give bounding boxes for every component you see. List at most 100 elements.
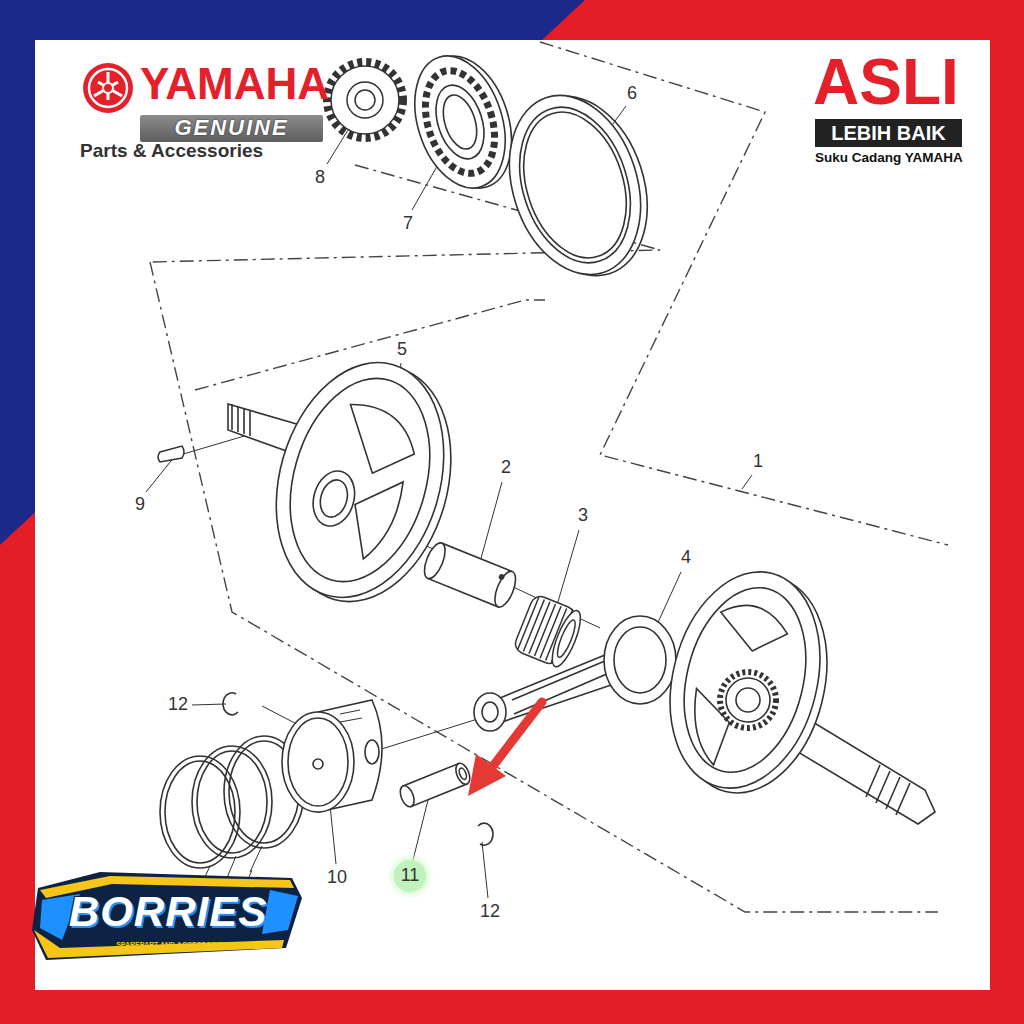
connecting-rod: [614, 627, 666, 693]
piston: [313, 759, 323, 769]
borries-logo: [32, 872, 302, 960]
circlips: [478, 823, 493, 845]
connecting-rod: [474, 616, 676, 731]
badge-title: ASLI: [813, 50, 959, 114]
callout-number: 3: [576, 506, 590, 526]
frame: [35, 40, 990, 990]
brand-name: YAMAHA: [140, 62, 329, 106]
null: [649, 556, 842, 804]
connecting-rod: [512, 658, 616, 714]
null: [316, 477, 351, 521]
ball-bearing: [399, 42, 527, 201]
crank-right: [866, 765, 910, 815]
piston: [365, 740, 379, 764]
oil-seal: [501, 93, 649, 277]
yamaha-emblem: [98, 82, 122, 96]
slogan-box: LEBIH BAIK: [815, 119, 962, 147]
leader-lines: [482, 842, 488, 898]
badge-subtitle: Suku Cadang YAMAHA: [815, 151, 963, 166]
callout-number: 7: [401, 214, 415, 234]
shop-logo-tagline: SPAREPART AND ACCESSORIES: [116, 941, 228, 949]
callout-number: 12: [166, 695, 190, 715]
piston-pin: [398, 784, 417, 809]
borries-logo: [262, 890, 298, 934]
callout-number: 6: [625, 84, 639, 104]
oil-seal: [488, 76, 669, 294]
boundary-lines: [150, 42, 948, 912]
callout-number: 1: [751, 452, 765, 472]
callout-number: 10: [325, 868, 349, 888]
piston: [282, 712, 354, 812]
null: [648, 556, 849, 809]
needle-bearing: [512, 594, 585, 670]
null: [334, 401, 424, 483]
crank-pin: [499, 574, 504, 579]
node-text: LEBIH BAIK: [831, 122, 945, 144]
callout-number: 4: [679, 548, 693, 568]
borries-logo: [32, 872, 302, 960]
callout-number: 12: [478, 902, 502, 922]
woodruff-key: [158, 446, 184, 462]
gear: [327, 62, 403, 138]
leader-lines: [480, 482, 502, 562]
ball-bearing: [437, 91, 483, 154]
crank-right: [720, 672, 776, 728]
red-arrow: [490, 702, 542, 770]
node-text: 11: [401, 866, 420, 886]
shop-logo-text: BORRIES: [69, 889, 267, 935]
connecting-rod: [474, 693, 506, 731]
gear: [347, 82, 383, 118]
crank-pin: [420, 540, 520, 610]
leader-lines: [413, 800, 428, 860]
callout-number: 9: [133, 495, 147, 515]
genuine-band: GENUINE: [140, 115, 323, 142]
gear: [327, 62, 403, 138]
piston-rings: [197, 751, 267, 853]
highlight-circle: 11: [394, 860, 426, 892]
piston: [340, 710, 362, 722]
leader-lines: [327, 130, 348, 164]
yamaha-emblem: [94, 82, 118, 96]
piston-pin: [398, 761, 473, 808]
callout-number: 8: [313, 168, 327, 188]
callout-number: 5: [395, 340, 409, 360]
crank-right: [736, 688, 760, 712]
oil-seal: [488, 78, 663, 291]
crank-right: [726, 678, 770, 722]
callout-number: 2: [499, 458, 513, 478]
piston-rings: [160, 756, 240, 868]
ball-bearing: [399, 44, 521, 199]
oil-seal: [506, 99, 644, 271]
null: [666, 575, 824, 785]
piston: [282, 700, 382, 812]
leader-lines: [330, 805, 336, 864]
crank-pin: [491, 569, 520, 610]
brand-subtitle: Parts & Accessories: [80, 141, 263, 162]
connecting-rod: [482, 702, 498, 722]
ball-bearing: [413, 62, 507, 183]
piston-pin: [453, 761, 472, 786]
gear: [355, 90, 375, 110]
leader-lines: [146, 106, 752, 898]
leader-lines: [742, 475, 752, 489]
null: [713, 599, 792, 658]
gear: [331, 66, 399, 134]
piston: [288, 718, 348, 806]
node-text: GENUINE: [174, 116, 288, 140]
yamaha-emblem: [83, 63, 133, 113]
crank-left: [232, 404, 250, 436]
circlips: [223, 693, 238, 715]
crank-pin: [420, 540, 449, 581]
leader-lines: [192, 704, 226, 705]
yamaha-emblem: [89, 69, 127, 107]
null: [268, 362, 452, 598]
woodruff-key: [158, 446, 184, 462]
piston-rings: [192, 746, 272, 858]
boundary-lines: [150, 262, 938, 912]
circlips: [223, 693, 493, 845]
null: [307, 466, 361, 531]
ball-bearing: [427, 79, 492, 165]
